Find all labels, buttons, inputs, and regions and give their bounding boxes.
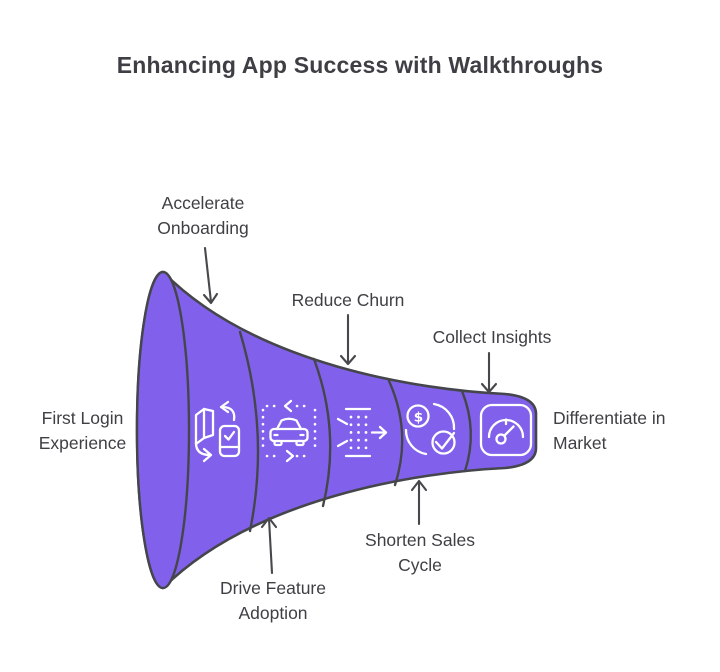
page-title: Enhancing App Success with Walkthroughs [116, 52, 604, 78]
label-drive-feature-adoption: Drive Feature Adoption [219, 578, 326, 623]
pass-through-arrow-icon [336, 407, 388, 458]
arrow-drive-feature-adoption [260, 516, 278, 575]
foldable-device-swap-icon [194, 400, 241, 463]
funnel-segment-dividers [238, 330, 472, 533]
speedometer-icon [479, 403, 533, 457]
divider-1 [238, 330, 260, 533]
label-shorten-sales-cycle: Shorten Sales Cycle [365, 530, 475, 575]
arrow-shorten-sales-cycle [410, 479, 428, 526]
callout-arrows [202, 246, 498, 575]
label-reduce-churn: Reduce Churn [291, 290, 405, 310]
svg-text:$: $ [414, 410, 423, 426]
arrow-collect-insights [480, 351, 498, 394]
label-differentiate-in-market: Differentiate in Market [553, 408, 666, 453]
label-first-login-experience: First Login Experience [38, 408, 127, 453]
arrow-reduce-churn [339, 313, 357, 366]
divider-2 [312, 357, 332, 508]
label-collect-insights: Collect Insights [432, 327, 552, 347]
divider-4 [460, 389, 472, 473]
divider-3 [387, 379, 404, 487]
funnel-mouth-rim [135, 270, 191, 590]
arrow-accelerate-onboarding [202, 246, 219, 305]
dollar-cycle-check-icon: $ [404, 402, 456, 456]
guided-car-demo-icon [261, 399, 317, 463]
label-accelerate-onboarding: Accelerate Onboarding [157, 193, 249, 238]
